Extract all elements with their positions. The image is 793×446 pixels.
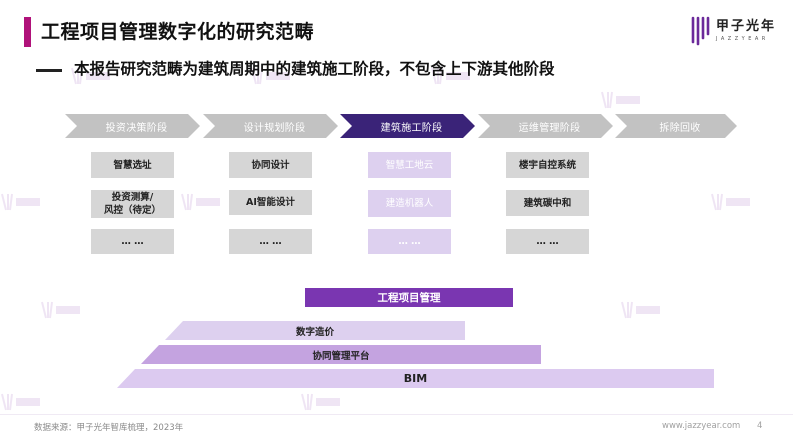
watermark-logo [711,193,750,211]
watermark-logo [431,67,470,85]
stage-label: 建筑施工阶段 [380,122,443,134]
collab-platform-layer: 协同管理平台 [141,345,541,364]
watermark-logo [301,393,340,411]
stage-demolition: 拆除回收 [615,114,737,138]
item-invest-risk: 投资测算/ 风控（待定） [91,190,174,218]
item-smart-site-cloud: 智慧工地云 [368,152,451,178]
stage-operation: 运维管理阶段 [478,114,613,138]
brand-logo: 甲子光年 JAZZYEAR [690,16,776,46]
item-more: … … [506,229,589,254]
watermark-logo [1,193,40,211]
watermark-logo [41,301,80,319]
data-source: 数据来源：甲子光年智库梳理，2023年 [34,423,184,433]
item-building-carbon: 建筑碳中和 [506,190,589,216]
subtitle-row: 本报告研究范畴为建筑周期中的建筑施工阶段，不包含上下游其他阶段 [36,56,555,82]
item-more: … … [229,229,312,254]
item-more: … … [91,229,174,254]
stage-construction: 建筑施工阶段 [340,114,475,138]
stage-investment: 投资决策阶段 [65,114,200,138]
item-more: … … [368,229,451,254]
item-construction-robot: 建造机器人 [368,190,451,217]
page-number: 4 [757,421,763,431]
watermark-logo [621,301,660,319]
stage-design: 设计规划阶段 [203,114,338,138]
watermark-logo [1,393,40,411]
page-title: 工程项目管理数字化的研究范畴 [41,21,315,43]
item-collab-design: 协同设计 [229,152,312,178]
subtitle: 本报告研究范畴为建筑周期中的建筑施工阶段，不包含上下游其他阶段 [74,60,555,78]
stage-label: 运维管理阶段 [518,122,581,134]
watermark-logo [71,67,110,85]
digital-cost-layer: 数字造价 [165,321,465,340]
watermark-logo [181,193,220,211]
stage-label: 拆除回收 [659,122,701,134]
project-management-bar: 工程项目管理 [305,288,513,307]
bim-layer: BIM [117,369,714,388]
watermark-logo [601,91,640,109]
title-accent-bar [24,17,31,47]
stage-label: 设计规划阶段 [243,122,306,134]
item-building-automation: 楼宇自控系统 [506,152,589,178]
item-ai-design: AI智能设计 [229,190,312,215]
stage-label: 投资决策阶段 [105,122,168,134]
subtitle-dash [36,68,62,72]
footer-divider [0,414,793,415]
item-smart-site: 智慧选址 [91,152,174,178]
logo-cn: 甲子光年 [716,19,777,34]
logo-en: JAZZYEAR [716,36,769,42]
jazzyear-logo-icon [691,16,710,46]
watermark-logo [251,67,290,85]
footer-url[interactable]: www.jazzyear.com [662,421,741,431]
